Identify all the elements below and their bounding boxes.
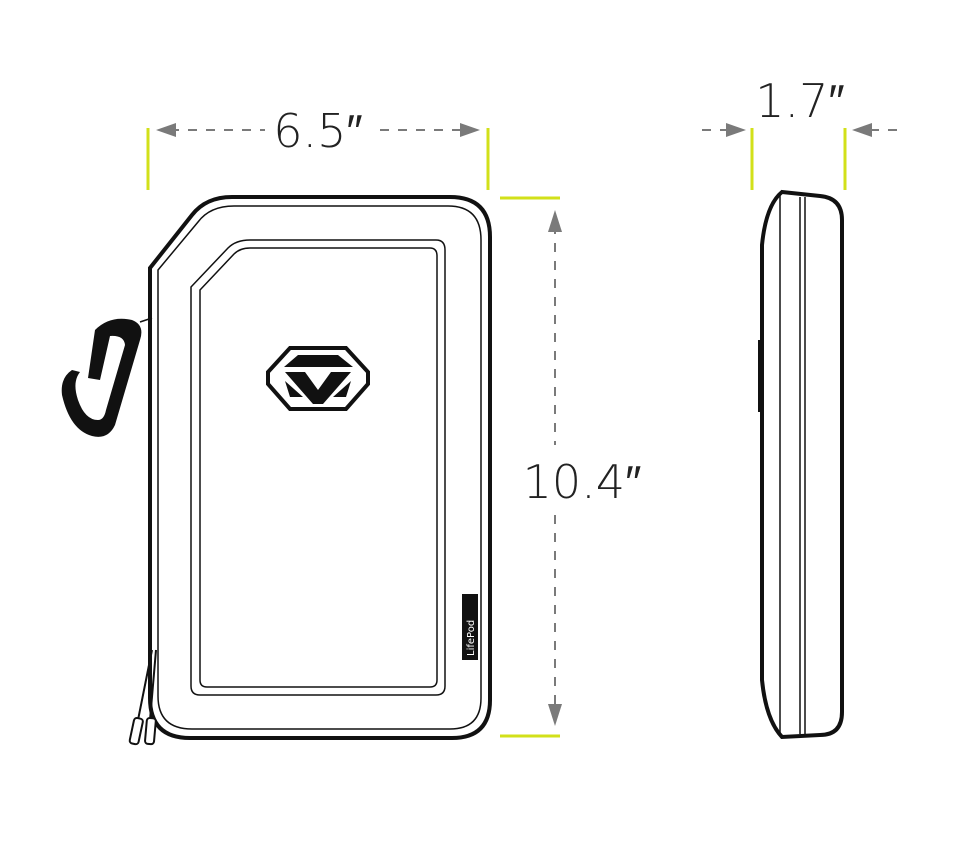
zipper-pulls	[128, 649, 157, 746]
arrow-down-icon	[548, 704, 562, 726]
depth-dimension: 1.7″	[702, 74, 898, 190]
svg-text:LifePod: LifePod	[466, 620, 477, 656]
case-front-view: LifePod	[61, 195, 492, 746]
height-dimension: 10.4″	[500, 196, 642, 738]
arrow-up-icon	[548, 210, 562, 232]
brand-logo-icon	[266, 346, 370, 411]
arrow-right-icon	[726, 123, 746, 137]
case-side-view	[758, 189, 844, 740]
width-label: 6.5″	[273, 104, 362, 158]
depth-label: 1.7″	[755, 74, 844, 128]
arrow-right-icon	[460, 123, 480, 137]
arrow-left-icon	[852, 123, 872, 137]
width-dimension: 6.5″	[146, 104, 490, 190]
arrow-left-icon	[156, 123, 176, 137]
lifepod-label: LifePod	[462, 594, 478, 660]
height-label: 10.4″	[523, 455, 642, 509]
carabiner-icon	[61, 317, 153, 437]
